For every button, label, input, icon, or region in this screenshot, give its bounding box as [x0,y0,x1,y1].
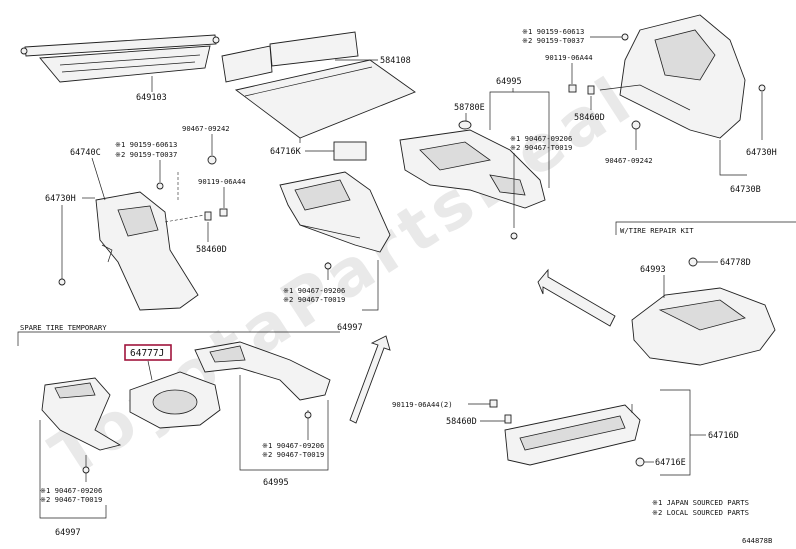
direction-arrow-icon [537,268,616,327]
left-side-trim-part[interactable] [95,191,199,311]
label-90467-09206-bottom-left: ※1 90467-09206 [40,486,102,495]
repair-kit-foam-part[interactable] [631,287,776,366]
label-64716D: 64716D [708,431,739,441]
direction-arrow-icon [349,335,391,424]
label-90467-T0019-center: ※2 90467-T0019 [283,295,345,304]
bolt-part [621,33,629,41]
deck-board-part[interactable] [221,31,416,143]
right-side-trim-part[interactable] [599,14,746,139]
clip-part [204,211,212,221]
clip-part [635,457,645,467]
label-64997-bottom-left: 64997 [55,528,81,538]
floor-tray-part[interactable] [399,129,546,209]
clip-part [688,257,698,267]
spare-tire-cover-part[interactable] [129,371,221,429]
label-64716K: 64716K [270,147,302,157]
legend-japan-sourced: ※1 JAPAN SOURCED PARTS [652,498,749,507]
clip-part [504,414,512,424]
rear-sill-plate-part[interactable] [504,404,641,466]
label-64995-top: 64995 [496,77,522,87]
nut-part [489,399,498,408]
label-64995-bottom: 64995 [263,478,289,488]
label-58460D-left: 58460D [196,245,227,255]
clip-part [758,84,766,92]
label-90467-09206-middle: ※1 90467-09206 [262,441,324,450]
clip-part [631,120,641,130]
foam-block-part [333,141,367,161]
clip-part [58,278,66,286]
label-90159-T0037-top-right: ※2 90159-T0037 [522,36,584,45]
label-64993: 64993 [640,265,666,275]
bolt-part [324,262,332,270]
label-wide-repair-section: W/TIRE REPAIR KIT [620,226,694,235]
bolt-part [156,182,164,190]
bolt-part [82,466,90,474]
plug-part [458,120,472,130]
label-90467-T0019-middle: ※2 90467-T0019 [262,450,324,459]
label-64997-center: 64997 [337,323,363,333]
label-spare-tire-section: SPARE TIRE TEMPORARY [20,323,107,332]
label-90467-09206-top: ※1 90467-09206 [510,134,572,143]
label-90119-06A44-left: 90119-06A44 [198,177,246,186]
spare-tire-tray-part[interactable] [194,341,331,401]
highlight-64777J [124,344,172,361]
label-584108: 584108 [380,56,411,66]
label-64777J[interactable]: 64777J [130,348,164,359]
center-tray-part[interactable] [279,171,391,253]
label-90467-T0019-top: ※2 90467-T0019 [510,143,572,152]
lower-left-tray-part[interactable] [41,377,122,451]
label-90467-09206-center: ※1 90467-09206 [283,286,345,295]
nut-part [568,84,577,93]
bolt-part [510,232,518,240]
label-90467-T0019-bottom-left: ※2 90467-T0019 [40,495,102,504]
bolt-part [304,411,312,419]
label-64778D: 64778D [720,258,751,268]
nut-part [219,208,228,217]
label-64740C: 64740C [70,148,101,158]
repair-kit-frame [615,221,796,235]
tonneau-cover-part[interactable] [20,34,220,83]
clip-part [587,85,595,95]
label-64730H-right: 64730H [746,148,777,158]
label-90159-T0037-left: ※2 90159-T0037 [115,150,177,159]
label-90159-60613-top-right: ※1 90159-60613 [522,27,584,36]
label-58460D-top-right: 58460D [574,113,605,123]
label-649103: 649103 [136,93,167,103]
label-58460D-bottom-right: 58460D [446,417,477,427]
label-90159-60613-left: ※1 90159-60613 [115,140,177,149]
spare-tire-frame [17,331,340,346]
label-64730B: 64730B [730,185,761,195]
label-90119-06A44-top-right: 90119-06A44 [545,53,593,62]
label-58780E: 58780E [454,103,485,113]
label-64716E: 64716E [655,458,686,468]
label-90467-09242-left: 90467-09242 [182,124,230,133]
clip-part [207,155,217,165]
label-90467-09242-top-right: 90467-09242 [605,156,653,165]
legend-local-sourced: ※2 LOCAL SOURCED PARTS [652,508,749,517]
diagram-id: 644878B [742,536,772,545]
label-64730H-left: 64730H [45,194,76,204]
label-90119-06A44-bottom-right: 90119-06A44(2) [392,400,453,409]
